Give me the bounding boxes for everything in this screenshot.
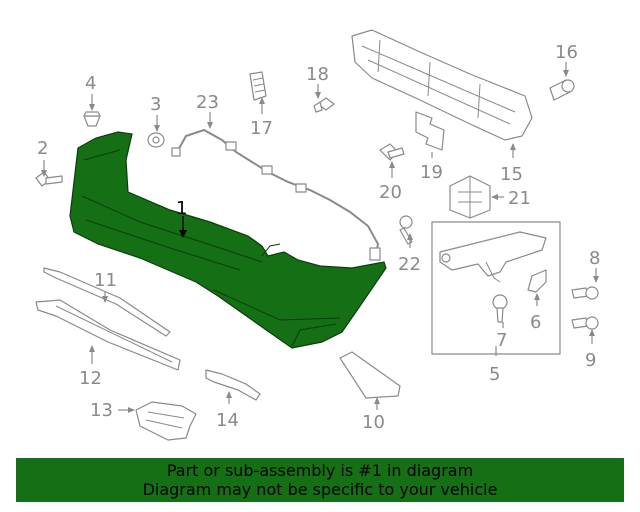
- part-19-plate: [415, 111, 445, 151]
- part-8-bolt: [571, 286, 599, 300]
- callout-23: 23: [196, 92, 219, 113]
- part-5-bracket-assembly: [439, 231, 547, 283]
- banner-line-1: Part or sub-assembly is #1 in diagram: [166, 461, 474, 480]
- callout-9: 9: [585, 350, 596, 371]
- callout-22: 22: [398, 254, 421, 275]
- part-20-clip: [379, 143, 405, 161]
- parts-diagram: 1 2 3 4 5 6 7 8 9 10 11 12 13 14 15 16 1…: [35, 29, 600, 441]
- info-banner: Part or sub-assembly is #1 in diagram Di…: [16, 458, 624, 502]
- part-23-wiring-harness: [171, 128, 381, 261]
- bumper-cover-highlight: [69, 131, 387, 349]
- part-2-screw: [35, 171, 63, 187]
- callout-4: 4: [85, 73, 96, 94]
- callout-10: 10: [362, 412, 385, 433]
- callout-5: 5: [489, 364, 500, 385]
- part-21-bracket: [449, 175, 491, 219]
- callout-16: 16: [555, 42, 578, 63]
- callout-15: 15: [500, 164, 523, 185]
- callout-19: 19: [420, 162, 443, 183]
- callout-13: 13: [90, 400, 113, 421]
- part-6-clip: [527, 269, 547, 293]
- callout-1: 1: [176, 198, 187, 219]
- part-13-undercover: [135, 401, 197, 441]
- part-15-bumper-reinforcement: [351, 29, 533, 141]
- part-18-bolt: [313, 97, 335, 113]
- callout-20: 20: [379, 182, 402, 203]
- callout-2: 2: [37, 138, 48, 159]
- callout-3: 3: [150, 94, 161, 115]
- callout-11: 11: [94, 270, 117, 291]
- callout-7: 7: [496, 330, 507, 351]
- part-4-clip: [83, 111, 101, 127]
- callout-14: 14: [216, 410, 239, 431]
- callout-17: 17: [250, 118, 273, 139]
- leader-lines: [41, 62, 599, 413]
- part-12-lower-molding: [35, 299, 181, 371]
- part-3-nut: [147, 132, 165, 148]
- callout-12: 12: [79, 368, 102, 389]
- callout-6: 6: [530, 312, 541, 333]
- callout-18: 18: [306, 64, 329, 85]
- part-17-bracket: [249, 71, 267, 101]
- part-11-molding: [43, 267, 171, 337]
- part-16-bolt: [549, 79, 575, 101]
- part-9-bolt: [571, 316, 599, 330]
- callout-21: 21: [508, 188, 531, 209]
- part-10-side-trim: [339, 351, 401, 399]
- part-14-bracket: [205, 369, 261, 401]
- banner-line-2: Diagram may not be specific to your vehi…: [142, 480, 498, 499]
- part-1-bumper-cover: [69, 131, 387, 349]
- callout-8: 8: [589, 248, 600, 269]
- part-7-bolt: [492, 294, 508, 323]
